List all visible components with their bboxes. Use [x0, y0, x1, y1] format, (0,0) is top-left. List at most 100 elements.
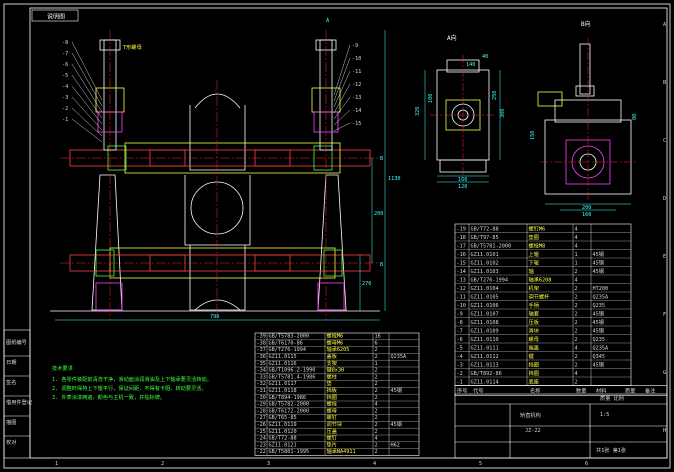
bom-left-cell-no: -28	[257, 408, 266, 414]
bom-right-cell-name: 螺母	[529, 335, 539, 343]
bom-left-cell-qty: 2	[375, 381, 378, 387]
bom-right-cell-qty: 2	[575, 320, 578, 326]
bom-right-cell-code: GB/T72-88	[471, 226, 499, 232]
bom-left-cell-name: 垫片	[327, 440, 337, 448]
bom-left-cell-code: GZ11.0118	[269, 388, 297, 394]
bom-right-cell-name: 底座	[529, 377, 539, 385]
view-a[interactable]	[424, 55, 501, 183]
drawing-name: 矫直机构	[520, 411, 541, 419]
right-base	[317, 174, 347, 311]
leader-label: -12	[352, 82, 361, 88]
bom-left-cell-qty: 4	[375, 402, 378, 408]
bom-right-cell-name: 压板	[529, 318, 540, 326]
bom-right-cell-code: GZ11.0112	[471, 354, 499, 360]
bom-right-cell-qty: 2	[575, 311, 578, 317]
leader-label: -13	[352, 95, 361, 101]
bom-right-cell-no: -6	[457, 337, 463, 343]
view-b[interactable]	[537, 38, 636, 211]
bom-right-cell-mat: 45钢	[593, 360, 604, 368]
bom-left-cell-no: -34	[257, 368, 266, 374]
svg-text:80: 80	[632, 114, 638, 120]
bom-left-cell-mat: Q235A	[391, 354, 407, 360]
svg-text:160: 160	[458, 177, 467, 183]
materials-row: 质量 比例	[600, 394, 624, 402]
bom-left-cell-name: 螺栓M6	[327, 332, 344, 340]
bom-left-cell-no: -36	[257, 354, 266, 360]
bom-header-code: 代号	[473, 387, 483, 395]
bom-left-cell-code: GB/T6170-86	[269, 340, 303, 346]
leader-label: -1	[62, 117, 68, 123]
bom-right-cell-code: GZ11.0111	[471, 345, 499, 351]
bom-right-cell-code: GZ11.0105	[471, 294, 499, 300]
bom-left-cell-no: -24	[257, 436, 266, 442]
leader-line	[71, 107, 103, 137]
leader-label: -2	[62, 106, 68, 112]
bom-left-cell-name: 支架	[327, 359, 337, 367]
bom-left-cell-code: GZ11.0119	[269, 422, 297, 428]
leader-line	[333, 96, 351, 120]
bom-left-cell-code: GB/T72-88	[269, 436, 297, 442]
svg-text:160: 160	[582, 212, 591, 218]
main-view[interactable]	[50, 30, 386, 321]
bom-left-cell-no: -33	[257, 374, 266, 380]
bom-right-cell-no: -15	[457, 260, 466, 266]
bom-right-cell-mat: 45钢	[593, 309, 604, 317]
bom-header-no: 序号	[457, 387, 467, 395]
dim-right-mid: 200	[374, 211, 383, 217]
bom-left-cell-no: -38	[257, 340, 266, 346]
main-view-labels: T形螺母 A 790 1130 270 200 B B	[123, 18, 401, 320]
bom-left-cell-qty: 2	[375, 388, 378, 394]
bom-right-cell-code: GZ11.0101	[471, 252, 499, 258]
bom-right-cell-mat: 45钢	[593, 258, 604, 266]
bom-right-cell-code: GZ11.0110	[471, 337, 499, 343]
leader-label: -15	[352, 121, 361, 127]
leader-label: -14	[352, 108, 361, 114]
bom-right-cell-no: -11	[457, 294, 466, 300]
bom-left-cell-name: 螺钉	[327, 434, 337, 442]
zone-row-H: H	[663, 428, 666, 434]
bom-right-cell-mat: Q235A	[593, 294, 609, 300]
bom-right-cell-qty: 2	[575, 294, 578, 300]
bom-left-cell-name: 挡圈	[327, 393, 337, 401]
scale: 1:5	[600, 412, 609, 418]
zone-row-G: G	[663, 370, 666, 376]
bom-left-cell-name: 盖板	[327, 352, 338, 360]
bom-left-cell-code: GB/T276-1994	[269, 347, 306, 353]
bom-right-cell-name: 机架	[529, 284, 539, 292]
bom-right-cell-qty: 4	[575, 277, 578, 283]
bom-left-cell-no: -31	[257, 388, 266, 394]
leader-label: -4	[62, 84, 68, 90]
bom-left-cell-qty: 2	[375, 374, 378, 380]
drawing-frame	[3, 3, 671, 469]
bom-right-cell-code: GZ11.0109	[471, 328, 499, 334]
bom-right-cell-no: -13	[457, 277, 466, 283]
view-b-title: B向	[581, 20, 591, 28]
zone-row-F: F	[663, 312, 666, 318]
bom-header-qty: 数量	[576, 387, 586, 395]
bom-right-cell-qty: 2	[575, 328, 578, 334]
left-strip	[3, 329, 31, 459]
bom-right-cell-no: -4	[457, 354, 463, 360]
bom-right-cell-name: 螺钉M6	[529, 224, 546, 232]
leader-line	[71, 118, 103, 143]
svg-text:40: 40	[482, 54, 488, 60]
leader-line	[71, 63, 103, 113]
frame-title-box: 说明图	[31, 9, 79, 22]
bom-left-cell-no: -23	[257, 442, 266, 448]
bom-left-cell-qty: 2	[375, 354, 378, 360]
bom-left-cell-code: GB/T5783-2000	[269, 334, 310, 340]
left-strip-label: 日期	[6, 359, 16, 366]
svg-text:120: 120	[458, 184, 467, 190]
leader-label: -9	[352, 43, 358, 49]
bom-right-cell-mat: 45钢	[593, 267, 604, 275]
bom-right-cell-name: 轴套	[529, 309, 540, 317]
bom-right-cell-code: GB/T892-86	[471, 371, 502, 377]
bom-left-cell-code: GB/T5782-2000	[269, 402, 310, 408]
bom-left-cell-name: 螺柱	[327, 372, 337, 380]
bom-left-cell-mat: 45钢	[391, 420, 402, 428]
leader-label: -6	[62, 62, 68, 68]
left-strip-label: 图纸编号	[6, 338, 27, 346]
